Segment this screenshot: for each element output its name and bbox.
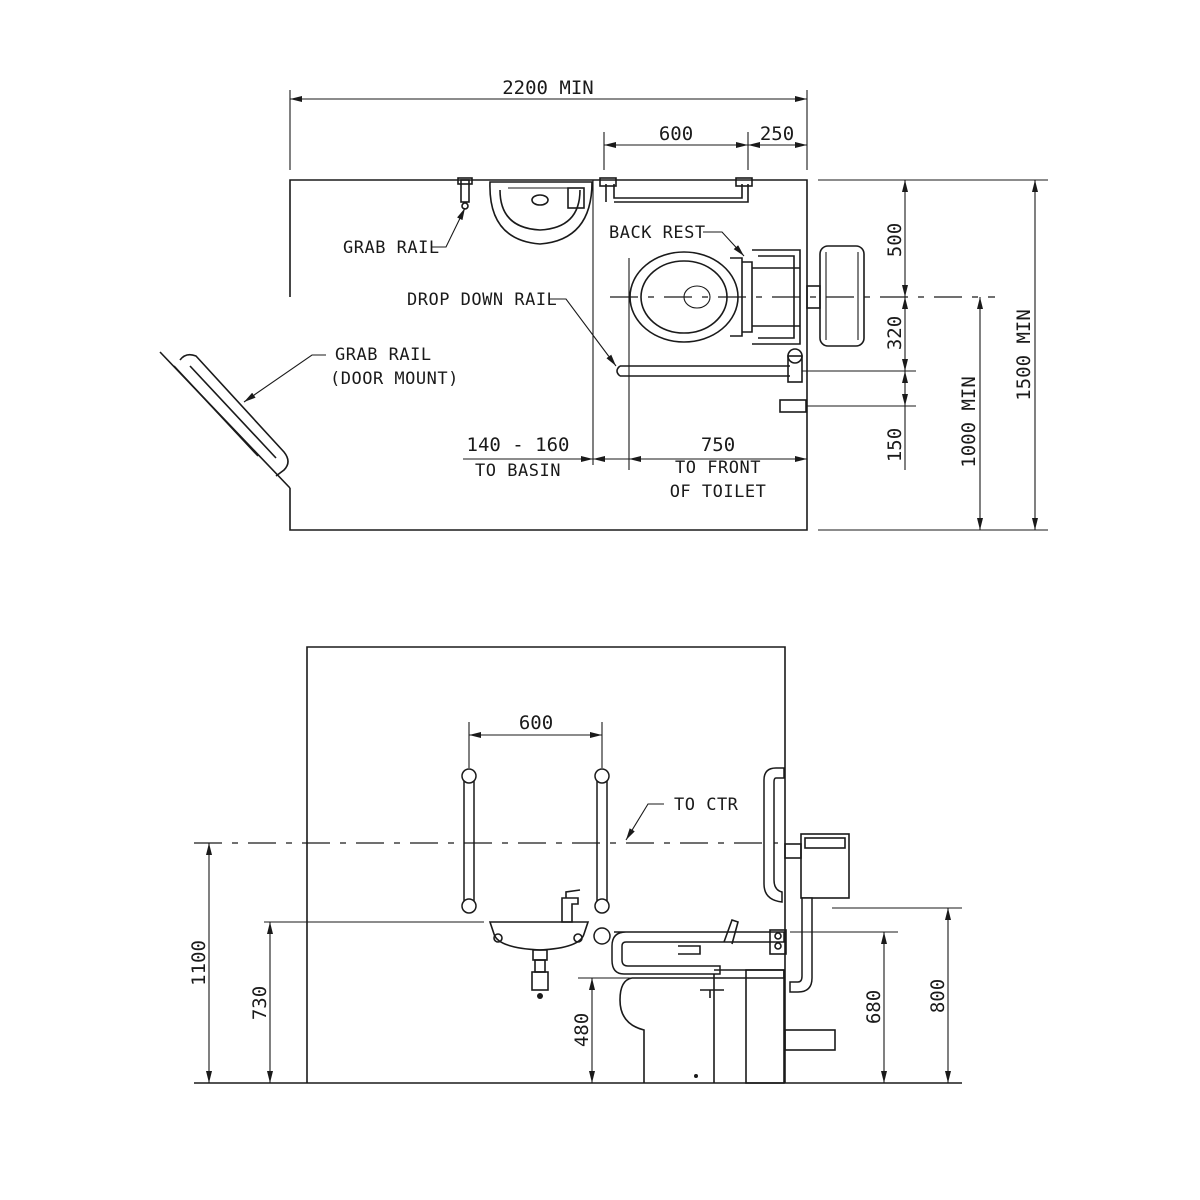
dim-center-to-front: 1000 MIN (958, 376, 980, 468)
leader-drop-down-rail (550, 298, 617, 367)
elevation-wall-outline (306, 646, 786, 1083)
dim-overall-width: 2200 MIN (502, 77, 594, 99)
plan-door-grab-rail (159, 351, 291, 489)
elevation-drop-down-rail (593, 918, 787, 975)
leader-to-ctr (625, 803, 664, 841)
dim-basin-height: 730 (249, 986, 271, 1020)
elevation-cistern (784, 833, 850, 993)
label-grab-rail-door-1: GRAB RAIL (335, 345, 432, 365)
elevation-basin (488, 889, 590, 999)
label-grab-rail: GRAB RAIL (343, 238, 440, 258)
leader-back-rest (703, 231, 745, 257)
dim-rail-to-lower: 150 (884, 428, 906, 462)
elevation-toilet (619, 969, 836, 1084)
dim-basin-gap: 140 - 160 (467, 434, 570, 456)
plan-grab-rail-mount (457, 177, 473, 210)
plan-toilet-roll-holder (779, 399, 916, 413)
plan-view: 2200 MIN 600 250 (159, 77, 1048, 531)
label-to-ctr: TO CTR (674, 795, 739, 815)
dim-basin-gap-note: TO BASIN (475, 461, 561, 481)
plan-cistern (806, 245, 865, 347)
label-grab-rail-door-2: (DOOR MOUNT) (330, 369, 459, 389)
dim-seat-height: 480 (571, 1013, 593, 1047)
label-back-rest: BACK REST (609, 223, 706, 243)
leader-grab-rail-door (243, 354, 326, 403)
dim-back-to-center: 500 (884, 223, 906, 257)
dim-cistern-height: 800 (927, 979, 949, 1013)
dim-center-height: 1100 (188, 940, 210, 986)
elevation-right-vertical-rail (594, 768, 610, 914)
dim-overall-depth: 1500 MIN (1013, 309, 1035, 401)
plan-drop-down-rail (616, 348, 916, 383)
plan-basin (489, 181, 593, 245)
dim-toilet-front: 750 (701, 434, 735, 456)
elevation-view: 600 TO CTR (188, 646, 962, 1084)
dim-elev-rail-span: 600 (519, 712, 553, 734)
dim-drop-rail-height: 680 (863, 990, 885, 1024)
elevation-corner-grab-rail (763, 767, 785, 903)
label-drop-down-rail: DROP DOWN RAIL (407, 290, 557, 310)
dim-center-to-rail: 320 (884, 316, 906, 350)
plan-back-grab-rail (599, 177, 753, 203)
leader-grab-rail (432, 207, 466, 248)
elevation-left-vertical-rail (461, 768, 477, 914)
dim-toilet-front-note-1: TO FRONT (675, 458, 761, 478)
plan-room-outline (289, 179, 808, 531)
dim-rail-span: 600 (659, 123, 693, 145)
dim-toilet-front-note-2: OF TOILET (670, 482, 767, 502)
dim-rail-offset: 250 (760, 123, 794, 145)
